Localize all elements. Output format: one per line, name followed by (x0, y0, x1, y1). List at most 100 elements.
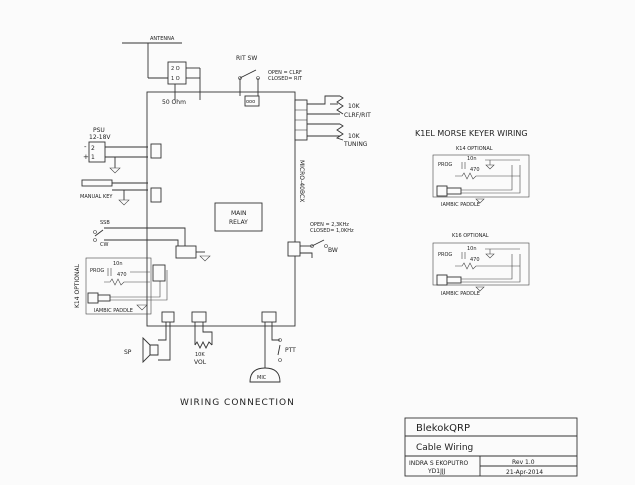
cw-label: CW (100, 242, 108, 248)
k14-left-paddle-wire2 (110, 270, 168, 301)
mic-wire-2 (271, 322, 280, 341)
sp-header (161, 311, 175, 323)
bw-closed-note: CLOSED= 1,0KHz (310, 228, 354, 234)
key-ground-icon (118, 199, 130, 206)
k16-paddle-wire2 (461, 254, 521, 283)
tb-rev: Rev 1.0 (512, 459, 535, 466)
mode-header (175, 245, 197, 259)
rit-header (244, 95, 260, 107)
psu-plus: + (83, 153, 89, 161)
bw-header (287, 241, 301, 257)
vol-value: 10K (195, 352, 205, 358)
vol-header (191, 311, 207, 323)
k14-side-label: K14 OPTIONAL (74, 263, 81, 308)
k16-plug (446, 276, 462, 284)
bw-contact-b (324, 244, 328, 248)
psu-minus: - (84, 143, 87, 151)
keyer-title: K1EL MORSE KEYER WIRING (415, 129, 528, 138)
psu-ground-icon (109, 167, 121, 174)
k16-frame (432, 242, 530, 286)
k14-left-res: 470 (117, 272, 127, 278)
bw-open-note: OPEN = 2,3KHz (310, 222, 349, 228)
k14-left-ground-icon (136, 304, 148, 311)
k16-resistor (455, 262, 520, 270)
mode-wire-2 (104, 239, 179, 250)
bw-contact-a (310, 244, 314, 248)
wiring-title: WIRING CONNECTION (180, 398, 295, 408)
psu-connector (88, 141, 106, 163)
mic-label: MIC (257, 375, 267, 381)
psu-pin2: 2 (91, 145, 95, 152)
mic-header (261, 311, 277, 323)
rit-sw-lever (239, 69, 257, 79)
k14-paddle-wire (461, 165, 513, 191)
k14-iambic: IAMBIC PADDLE (441, 202, 480, 208)
k14-jack (436, 185, 448, 197)
k14-optional-label: K14 OPTIONAL (456, 146, 493, 152)
ant-pin-a: 2 O (171, 66, 180, 72)
ssb-label: SSB (100, 220, 110, 226)
main-relay (214, 202, 263, 232)
cw-contact (93, 238, 97, 242)
speaker-cone-icon (142, 336, 151, 364)
rit-header-pins: ooo (246, 99, 255, 105)
k14-left-jack (87, 292, 99, 304)
k14-left-frame (85, 257, 152, 315)
k14-left-cap: 10n (113, 261, 123, 267)
main-relay-label-1: MAIN (231, 210, 247, 217)
antenna-connector (167, 61, 187, 85)
tb-sheet: Cable Wiring (416, 443, 473, 453)
manual-key-label: MANUAL KEY (80, 194, 113, 200)
tb-date: 21-Apr-2014 (506, 469, 543, 476)
k14-plug (446, 187, 462, 195)
k14-paddle-wire2 (461, 165, 521, 194)
pot2-value: 10K (348, 133, 361, 140)
k14-left-header (152, 264, 166, 282)
key-header (150, 187, 162, 203)
k14-left-prog: PROG (90, 268, 104, 274)
k16-iambic: IAMBIC PADDLE (441, 291, 480, 297)
k14-keyer-diagram: K14 OPTIONAL PROG 10n 470 IAMBIC PADDLE (432, 146, 530, 208)
pot2-resistor (335, 123, 344, 141)
pot1-wire-top (307, 95, 340, 105)
psu-voltage: 12-18V (89, 134, 111, 141)
main-board-label: MICRO-40BCX (298, 160, 305, 202)
mic-icon (249, 367, 281, 383)
k14-left-iambic: IAMBIC PADDLE (94, 308, 133, 314)
ssb-contact (93, 230, 97, 234)
psu-label: PSU (93, 127, 105, 134)
sp-wire-2 (158, 322, 171, 361)
k14-ground-icon-2 (475, 198, 485, 204)
k16-optional-label: K16 OPTIONAL (452, 233, 489, 239)
ptt-contact-b (278, 358, 282, 362)
tb-project: BlekokQRP (416, 423, 470, 434)
k14-prog: PROG (438, 162, 452, 168)
vol-wire-2 (202, 322, 213, 345)
k16-jack (436, 274, 448, 286)
k16-keyer-diagram: K16 OPTIONAL PROG 10n 470 IAMBIC PADDLE (432, 233, 530, 297)
bw-switch-lever (311, 239, 325, 247)
main-board (146, 91, 296, 327)
tb-callsign: YD1JJJ (427, 468, 446, 475)
vol-label: VOL (194, 359, 207, 366)
k14-cap: 10n (467, 156, 477, 162)
psu-pin1: 1 (91, 154, 95, 161)
k16-paddle-wire (461, 254, 513, 280)
k16-cap: 10n (467, 246, 477, 252)
manual-key-plug (81, 179, 113, 187)
k16-ground-icon-1 (485, 253, 495, 259)
ptt-label: PTT (285, 347, 296, 354)
pot2-name: TUNING (343, 141, 368, 148)
ptt-contact-a (278, 338, 282, 342)
k14-resistor (455, 172, 520, 180)
k14-frame (432, 154, 530, 198)
ant-pin-b: 1 O (171, 76, 180, 82)
k16-ground-icon-2 (475, 286, 485, 292)
mode-sw-lever (94, 229, 104, 237)
k14-left-paddle-wire (110, 275, 161, 298)
antenna-label: ANTENNA (150, 36, 175, 42)
rit-open-note: OPEN = CLRF (268, 70, 302, 76)
bw-label: BW (328, 247, 338, 254)
pot1-name: CLRF/RIT (344, 112, 371, 119)
